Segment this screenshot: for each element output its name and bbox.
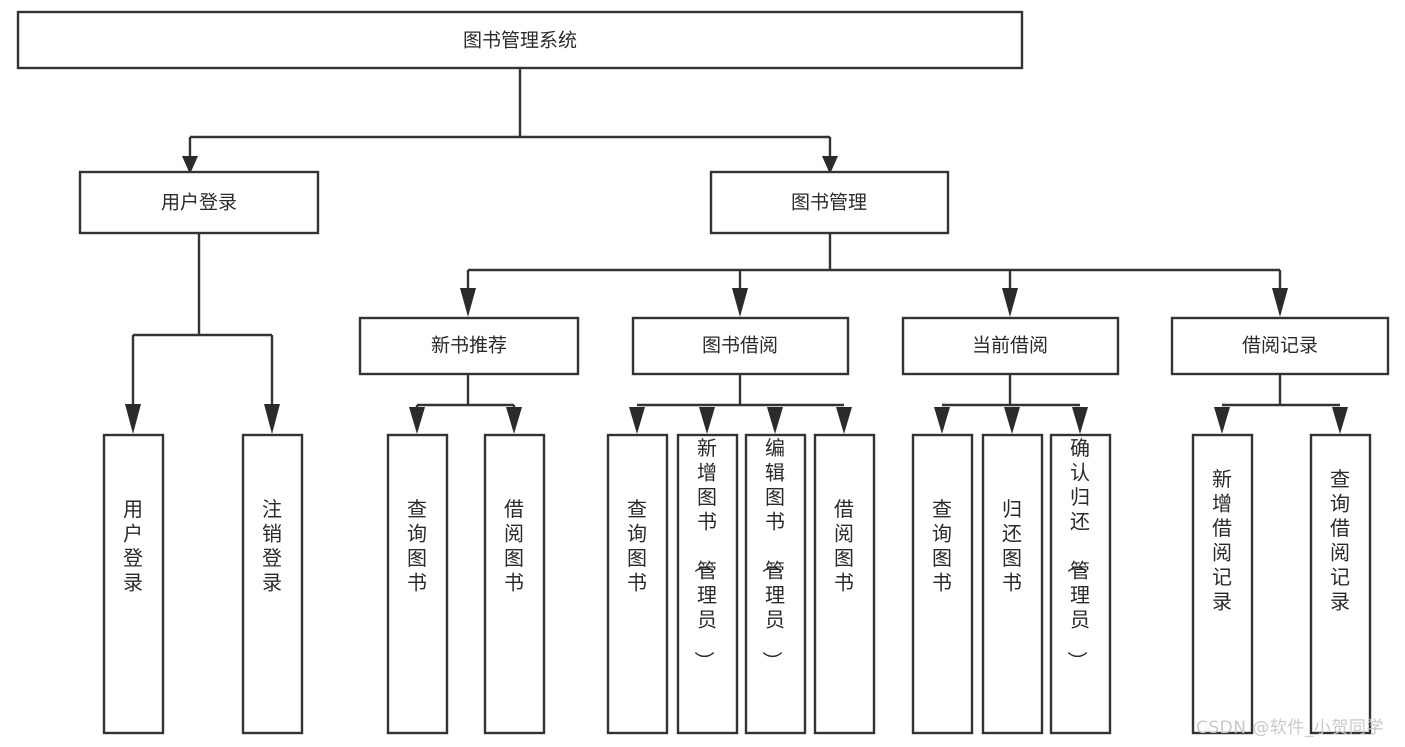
- leaf-borrow-record-1-box[interactable]: [1309, 433, 1372, 735]
- leaf-book-borrow-0-label: 查询图书: [627, 497, 647, 595]
- arrowhead-new-book: [460, 288, 476, 317]
- node-borrow-record-label: 借阅记录: [1242, 335, 1318, 357]
- arrowhead-leaf-logout: [264, 404, 280, 434]
- node-book-borrow[interactable]: 图书借阅: [631, 316, 850, 376]
- connector-layer: [125, 68, 1348, 434]
- leaf-book-borrow-1-box[interactable]: [676, 433, 739, 735]
- leaf-book-borrow-3-label: 借阅图书: [834, 497, 854, 595]
- node-root-box[interactable]: [16, 10, 1024, 70]
- node-book-borrow-label: 图书借阅: [702, 335, 778, 357]
- leaf-book-borrow-2-label: 编辑图书（管理员）: [760, 436, 785, 671]
- leaf-current-borrow-0-label: 查询图书: [932, 497, 952, 595]
- arrowhead-nbr-leaf-1: [409, 407, 425, 434]
- leaf-user-login-0-box[interactable]: [102, 433, 165, 735]
- arrowhead-br-leaf-1: [1214, 407, 1230, 434]
- arrowhead-cb-leaf-1: [934, 407, 950, 434]
- leaf-borrow-record-0-box[interactable]: [1191, 433, 1254, 735]
- node-user-login[interactable]: 用户登录: [78, 170, 320, 235]
- leaf-book-borrow-3[interactable]: 借阅图书: [813, 433, 876, 735]
- leaf-current-borrow-2-box[interactable]: [1049, 433, 1112, 735]
- arrowhead-book-mgmt: [822, 156, 838, 174]
- leaf-current-borrow-1[interactable]: 归还图书: [981, 433, 1044, 735]
- node-current-borrow-box[interactable]: [901, 316, 1120, 376]
- node-root-label: 图书管理系统: [463, 30, 577, 52]
- leaf-borrow-record-1[interactable]: 查询借阅记录: [1309, 433, 1372, 735]
- arrowhead-current-borrow: [1002, 288, 1018, 317]
- leaf-book-borrow-3-box[interactable]: [813, 433, 876, 735]
- arrowhead-bb-leaf-4: [836, 407, 852, 434]
- arrowhead-borrow-record: [1272, 288, 1288, 317]
- node-user-login-label: 用户登录: [161, 192, 237, 214]
- leaf-book-borrow-2-box[interactable]: [744, 433, 807, 735]
- leaf-current-borrow-0[interactable]: 查询图书: [911, 433, 974, 735]
- node-root[interactable]: 图书管理系统: [16, 10, 1024, 70]
- node-borrow-record-box[interactable]: [1170, 316, 1390, 376]
- node-new-book-recommend-box[interactable]: [358, 316, 580, 376]
- leaf-new-book-recommend-0-box[interactable]: [386, 433, 449, 735]
- arrowhead-book-borrow: [732, 288, 748, 317]
- leaf-current-borrow-2[interactable]: 确认归还（管理员）: [1049, 433, 1112, 735]
- node-current-borrow-label: 当前借阅: [972, 335, 1048, 357]
- leaf-book-borrow-1[interactable]: 新增图书（管理员）: [676, 433, 739, 735]
- leaf-book-borrow-0[interactable]: 查询图书: [606, 433, 669, 735]
- leaf-borrow-record-0-label: 新增借阅记录: [1212, 467, 1232, 614]
- leaf-book-borrow-2[interactable]: 编辑图书（管理员）: [744, 433, 807, 735]
- arrowhead-leaf-user-login: [125, 404, 141, 434]
- csdn-watermark: CSDN @软件_小贺同学: [1196, 718, 1384, 738]
- leaf-current-borrow-1-label: 归还图书: [1002, 497, 1022, 595]
- leaf-user-login-1[interactable]: 注销登录: [241, 433, 304, 735]
- arrowhead-bb-leaf-3: [767, 407, 783, 434]
- leaf-borrow-record-0[interactable]: 新增借阅记录: [1191, 433, 1254, 735]
- node-book-management[interactable]: 图书管理: [709, 170, 950, 235]
- leaf-current-borrow-0-box[interactable]: [911, 433, 974, 735]
- arrowhead-bb-leaf-1: [629, 407, 645, 434]
- node-book-management-label: 图书管理: [791, 192, 867, 214]
- leaf-book-borrow-1-label: 新增图书（管理员）: [692, 436, 717, 671]
- leaf-book-borrow-0-box[interactable]: [606, 433, 669, 735]
- node-user-login-box[interactable]: [78, 170, 320, 235]
- node-new-book-recommend[interactable]: 新书推荐: [358, 316, 580, 376]
- leaf-user-login-1-box[interactable]: [241, 433, 304, 735]
- leaf-current-borrow-1-box[interactable]: [981, 433, 1044, 735]
- arrowhead-bb-leaf-2: [699, 407, 715, 434]
- arrowhead-br-leaf-2: [1332, 407, 1348, 434]
- node-new-book-recommend-label: 新书推荐: [431, 335, 507, 357]
- leaf-new-book-recommend-0-label: 查询图书: [407, 497, 427, 595]
- leaf-user-login-0-label: 用户登录: [123, 497, 143, 595]
- node-book-management-box[interactable]: [709, 170, 950, 235]
- leaf-user-login-1-label: 注销登录: [262, 497, 282, 595]
- arrowhead-cb-leaf-2: [1004, 407, 1020, 434]
- leaf-new-book-recommend-1-label: 借阅图书: [504, 497, 524, 595]
- arrowhead-nbr-leaf-2: [506, 407, 522, 434]
- leaf-borrow-record-1-label: 查询借阅记录: [1330, 467, 1350, 614]
- node-book-borrow-box[interactable]: [631, 316, 850, 376]
- node-current-borrow[interactable]: 当前借阅: [901, 316, 1120, 376]
- arrowhead-cb-leaf-3: [1072, 407, 1088, 434]
- node-borrow-record[interactable]: 借阅记录: [1170, 316, 1390, 376]
- leaf-current-borrow-2-label: 确认归还（管理员）: [1065, 436, 1090, 671]
- leaf-new-book-recommend-0[interactable]: 查询图书: [386, 433, 449, 735]
- leaf-user-login-0[interactable]: 用户登录: [102, 433, 165, 735]
- leaf-new-book-recommend-1-box[interactable]: [483, 433, 546, 735]
- leaf-new-book-recommend-1[interactable]: 借阅图书: [483, 433, 546, 735]
- arrowhead-user-login: [182, 156, 198, 174]
